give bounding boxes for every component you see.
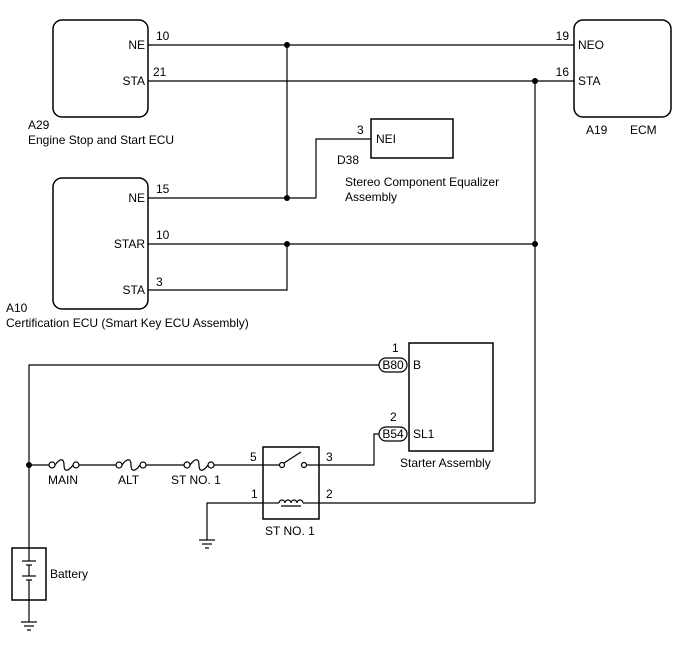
wire-relay-3 [319, 433, 380, 466]
stereo-equalizer: NEI 3 D38 Stereo Component Equalizer Ass… [337, 118, 499, 204]
ecm-box [573, 19, 672, 118]
pin-number: 3 [357, 123, 364, 137]
ecm: NEO STA 19 16 A19 ECM [556, 19, 672, 137]
battery-icon [22, 548, 36, 600]
wire-relay-1 [206, 502, 263, 540]
wire-cert-sta [148, 244, 288, 291]
pin-number: 15 [156, 182, 170, 196]
battery-label: Battery [50, 567, 88, 581]
ecu-code: A29 [28, 118, 50, 132]
fuse-label-st: ST NO. 1 [171, 473, 221, 487]
pin-number: 10 [156, 228, 170, 242]
terminal-nei: NEI [376, 132, 396, 146]
equalizer-name-line1: Stereo Component Equalizer [345, 175, 499, 189]
pin-number: 3 [156, 275, 163, 289]
pin-number: 21 [153, 65, 167, 79]
battery: Battery [11, 547, 88, 601]
pin-number: 2 [326, 487, 333, 501]
ecm-code: A19 [586, 123, 608, 137]
fuse-label-alt: ALT [118, 473, 140, 487]
pin-number: 1 [392, 341, 399, 355]
fuse-icon [183, 459, 215, 471]
pin-number: 19 [556, 29, 570, 43]
wire-battery-b [28, 364, 380, 548]
ecu-name: Engine Stop and Start ECU [28, 133, 174, 147]
starter-assembly: B SL1 1 2 B80 B54 Starter Assembly [378, 341, 494, 470]
connector-code: B54 [382, 427, 404, 441]
switch-contact-icon [300, 461, 308, 469]
fuse-label-main: MAIN [48, 473, 78, 487]
fuses: MAIN ALT ST NO. 1 [48, 459, 221, 487]
terminal-ne: NE [128, 38, 145, 52]
ecu-a29-box [52, 19, 149, 118]
certification-ecu: NE STAR STA 15 10 3 A10 Certification EC… [6, 177, 249, 330]
pin-number: 16 [556, 65, 570, 79]
pin-number: 5 [250, 450, 257, 464]
starter-name: Starter Assembly [400, 456, 491, 470]
connector-code: B80 [382, 358, 404, 372]
equalizer-box [370, 118, 454, 159]
wire-nei [315, 138, 371, 198]
ecm-name: ECM [630, 123, 657, 137]
fuse-icon [48, 459, 80, 471]
starter-box [408, 342, 494, 452]
junction-dot [284, 42, 290, 48]
cert-ecu-name: Certification ECU (Smart Key ECU Assembl… [6, 316, 249, 330]
cert-ecu-box [52, 177, 149, 310]
pin-number: 1 [251, 487, 258, 501]
pin-number: 2 [390, 410, 397, 424]
terminal-sl1: SL1 [413, 427, 435, 441]
terminal-b: B [413, 358, 421, 372]
terminal-ne: NE [128, 191, 145, 205]
terminal-sta: STA [123, 283, 145, 297]
connector-b80 [378, 357, 408, 373]
junction-dot [532, 241, 538, 247]
junction-dot [284, 195, 290, 201]
junction-dot [284, 241, 290, 247]
terminal-star: STAR [114, 237, 145, 251]
junction-dot [532, 78, 538, 84]
engine-stop-start-ecu: NE STA 10 21 A29 Engine Stop and Start E… [28, 19, 174, 147]
equalizer-code: D38 [337, 153, 359, 167]
switch-arm-icon [283, 451, 302, 464]
terminal-neo: NEO [578, 38, 604, 52]
ground-icon [21, 621, 37, 631]
junction-dot [26, 462, 32, 468]
terminal-sta: STA [578, 74, 600, 88]
wires [28, 44, 574, 622]
junctions [26, 42, 538, 468]
pin-number: 10 [156, 29, 170, 43]
switch-contact-icon [278, 461, 286, 469]
terminal-sta: STA [123, 74, 145, 88]
relay-name: ST NO. 1 [265, 524, 315, 538]
equalizer-name-line2: Assembly [345, 190, 397, 204]
pin-number: 3 [326, 450, 333, 464]
st-relay: 5 3 1 2 ST NO. 1 [250, 446, 333, 538]
fuse-icon [115, 459, 147, 471]
cert-ecu-code: A10 [6, 301, 28, 315]
connector-b54 [378, 426, 408, 442]
ground-icon [199, 539, 215, 549]
coil-icon [278, 499, 304, 504]
